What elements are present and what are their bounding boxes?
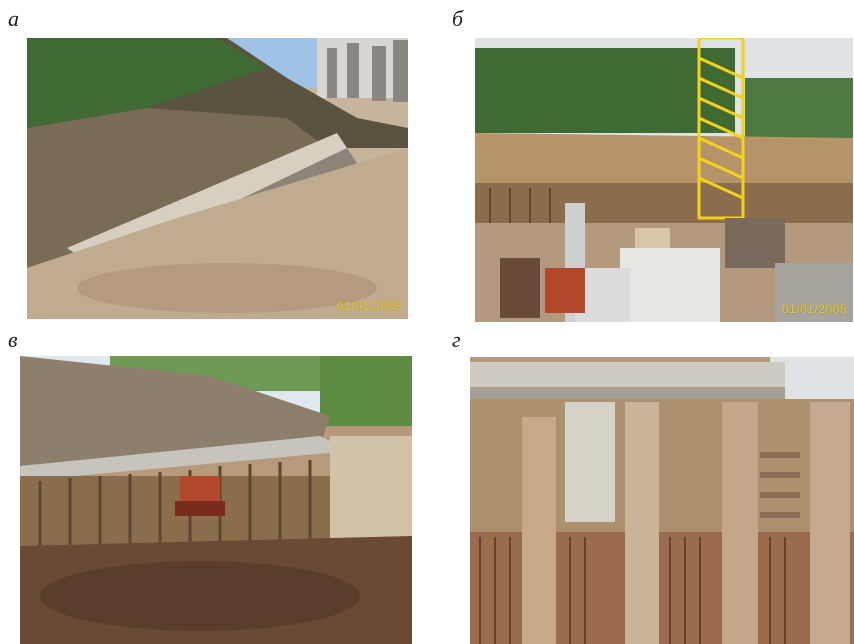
panel-d-photo [470,357,854,644]
panel-c-photo [20,356,412,644]
panel-b-timestamp: 01/01/2005 [781,302,847,316]
panel-b-label: б [452,6,464,31]
panel-a-label: а [8,6,19,31]
panel-b-photo: 01/01/2005 [475,38,853,322]
panel-d-label: г [452,327,461,352]
panel-c-label: в [8,327,18,352]
panel-a-timestamp: 01/01/2005 [336,299,402,313]
panel-a-photo: 01/01/2005 [27,38,408,319]
